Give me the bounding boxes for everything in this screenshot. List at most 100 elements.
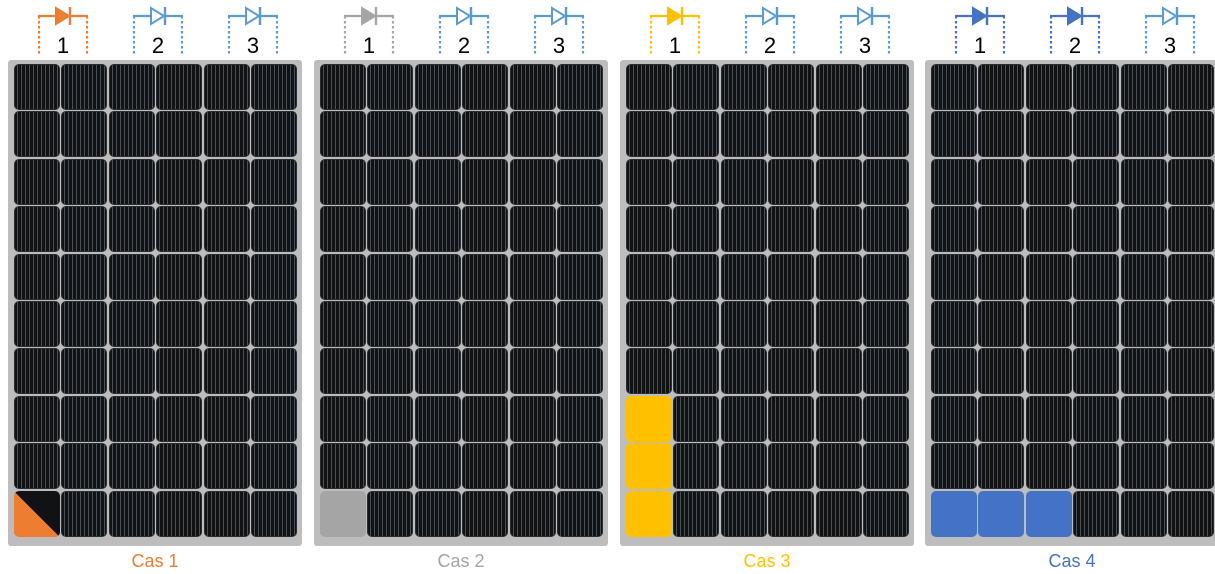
shaded-cell: [626, 443, 672, 490]
solar-cell: [462, 443, 509, 490]
solar-cell: [673, 158, 720, 205]
bypass-diodes: 1 2 3: [314, 4, 608, 60]
solar-cell: [768, 64, 815, 110]
solar-cell: [61, 206, 108, 253]
solar-cell: [768, 206, 815, 253]
solar-cell: [1120, 253, 1167, 300]
solar-cell: [815, 64, 862, 110]
solar-cell: [1073, 301, 1120, 347]
shaded-cell: [931, 490, 977, 537]
solar-cell: [863, 158, 909, 205]
solar-cell: [156, 158, 203, 205]
diode-number: 3: [858, 33, 872, 58]
shaded-cell: [14, 490, 60, 537]
solar-cell: [203, 111, 250, 158]
solar-cell: [203, 206, 250, 253]
solar-cell: [462, 395, 509, 442]
diode-number: 1: [973, 33, 987, 58]
solar-cell: [931, 64, 977, 110]
solar-cell: [978, 206, 1025, 253]
solar-cell: [320, 206, 366, 253]
solar-cell: [720, 206, 767, 253]
solar-cell: [1168, 348, 1214, 395]
case-label: Cas 4: [1048, 551, 1096, 571]
solar-cell: [557, 253, 603, 300]
solar-cell: [1168, 301, 1214, 347]
solar-cell: [673, 443, 720, 490]
solar-cell: [768, 301, 815, 347]
solar-cell: [863, 395, 909, 442]
bypass-diode-2: 2: [126, 4, 190, 60]
solar-cell: [768, 348, 815, 395]
solar-cell: [108, 64, 155, 110]
solar-cell: [367, 111, 414, 158]
solar-cell: [14, 206, 60, 253]
solar-cell: [978, 395, 1025, 442]
solar-cell: [1025, 158, 1072, 205]
solar-cell: [931, 348, 977, 395]
solar-cell: [626, 348, 672, 395]
solar-cell: [251, 395, 297, 442]
solar-panel: [8, 60, 302, 546]
solar-cell: [673, 64, 720, 110]
solar-cell: [462, 206, 509, 253]
solar-cell: [720, 490, 767, 537]
diode-number: 1: [668, 33, 682, 58]
solar-cell: [156, 395, 203, 442]
diode-number: 2: [1068, 33, 1082, 58]
solar-cell: [251, 64, 297, 110]
solar-cell: [978, 253, 1025, 300]
bypass-diode-1: 1: [337, 4, 401, 60]
solar-cell: [462, 64, 509, 110]
case-label: Cas 3: [743, 551, 791, 571]
diode-icon: [438, 6, 490, 54]
solar-cell: [414, 490, 461, 537]
solar-cell: [156, 443, 203, 490]
solar-cell: [1168, 443, 1214, 490]
solar-cell: [1120, 443, 1167, 490]
bypass-diode-2: 2: [738, 4, 802, 60]
solar-cell: [673, 395, 720, 442]
solar-cell: [414, 443, 461, 490]
solar-cell: [203, 158, 250, 205]
solar-cell: [251, 253, 297, 300]
diode-number: 2: [763, 33, 777, 58]
diode-number: 2: [151, 33, 165, 58]
solar-cell: [768, 395, 815, 442]
bypass-diode-3: 3: [221, 4, 285, 60]
solar-cell: [978, 443, 1025, 490]
solar-cell: [108, 395, 155, 442]
solar-cell: [1168, 111, 1214, 158]
solar-cell: [768, 111, 815, 158]
solar-cell: [414, 206, 461, 253]
solar-cell: [14, 253, 60, 300]
solar-cell: [557, 443, 603, 490]
solar-cell: [626, 111, 672, 158]
bypass-diode-1: 1: [948, 4, 1012, 60]
diode-icon: [1144, 6, 1196, 54]
solar-cell: [863, 443, 909, 490]
solar-cell: [462, 348, 509, 395]
solar-cell: [156, 64, 203, 110]
solar-cell: [320, 111, 366, 158]
solar-cell: [108, 253, 155, 300]
solar-cell: [61, 443, 108, 490]
solar-cell: [61, 395, 108, 442]
solar-cell: [61, 253, 108, 300]
solar-cell: [414, 158, 461, 205]
solar-panel: [620, 60, 914, 546]
solar-cell: [156, 253, 203, 300]
diode-icon: [649, 6, 701, 54]
diode-number: 2: [457, 33, 471, 58]
solar-cell: [863, 111, 909, 158]
solar-cell: [320, 348, 366, 395]
solar-cell: [1120, 490, 1167, 537]
solar-cell: [1073, 395, 1120, 442]
solar-cell: [1025, 253, 1072, 300]
solar-cell: [203, 64, 250, 110]
bypass-diode-3: 3: [527, 4, 591, 60]
solar-cell: [251, 490, 297, 537]
solar-cell: [14, 111, 60, 158]
solar-cell: [626, 206, 672, 253]
solar-cell: [557, 301, 603, 347]
